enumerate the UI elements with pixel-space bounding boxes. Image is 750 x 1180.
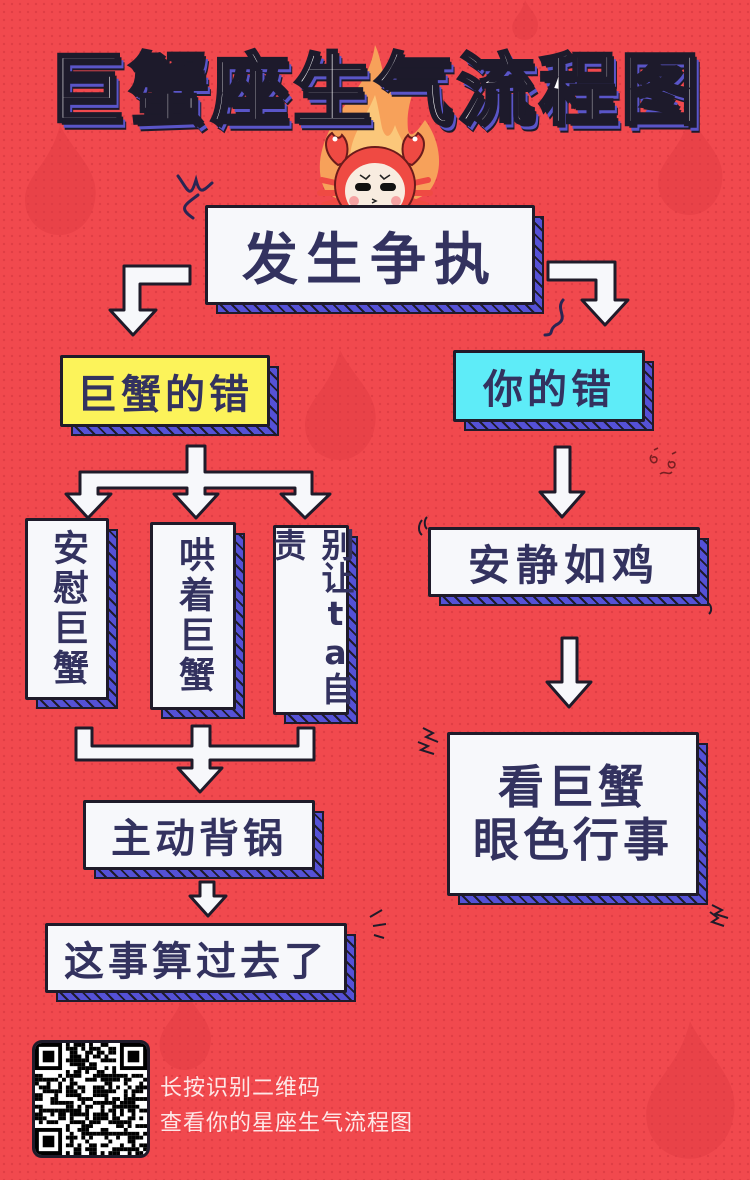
background-flame-icon [25, 125, 96, 235]
left-step-1[interactable]: 主动背锅 [83, 800, 324, 879]
branch-left-label: 巨蟹的错 [77, 372, 253, 418]
dizzy-face-icon [649, 447, 677, 475]
left-step-2-label: 这事算过去了 [64, 939, 328, 985]
qr-code-pattern [35, 1043, 147, 1155]
arrow-to-right-branch [546, 260, 630, 327]
right-step-1[interactable]: 安静如鸡 [428, 527, 709, 606]
background-flame-icon [159, 990, 211, 1070]
right-step-2-label-line1: 看巨蟹 [498, 760, 648, 815]
page-title: 巨蟹座生气流程图 [45, 45, 703, 138]
left-option-3-label: 别让ta自责 [268, 528, 355, 705]
background-flame-icon [305, 350, 376, 460]
left-step-2[interactable]: 这事算过去了 [45, 923, 356, 1002]
left-option-2-label: 哄着巨蟹 [173, 536, 214, 696]
crab-mascot-icon [317, 131, 433, 220]
left-option-2[interactable]: 哄着巨蟹 [150, 522, 245, 719]
branch-left-node[interactable]: 巨蟹的错 [60, 355, 279, 436]
arrow-to-left-branch [108, 264, 192, 337]
arrow-right-1 [538, 445, 586, 519]
right-step-2-label-line2: 眼色行事 [473, 813, 673, 867]
arrow-split-three [64, 444, 332, 520]
footer-line-2: 查看你的星座生气流程图 [160, 1111, 414, 1136]
arrow-right-2 [545, 636, 593, 709]
background-flame-icon [658, 115, 723, 215]
qr-code-icon[interactable] [32, 1040, 150, 1158]
background-flame-icon [646, 1021, 735, 1159]
arrow-merge-three [74, 724, 316, 794]
background-flame-icon [512, 0, 538, 40]
left-step-1-label: 主动背锅 [111, 816, 287, 862]
left-option-1[interactable]: 安慰巨蟹 [25, 518, 118, 709]
branch-right-node[interactable]: 你的错 [453, 350, 654, 431]
footer-line-1: 长按识别二维码 [160, 1076, 322, 1101]
left-option-3[interactable]: 别让ta自责 [268, 525, 358, 724]
scribble-icon [176, 174, 565, 337]
branch-right-label: 你的错 [483, 367, 615, 413]
start-node[interactable]: 发生争执 [205, 205, 544, 314]
arrow-to-last-step [188, 880, 228, 918]
right-step-1-label: 安静如鸡 [467, 540, 660, 590]
right-step-2[interactable]: 看巨蟹 眼色行事 [447, 732, 708, 905]
start-node-label: 发生争执 [242, 227, 498, 293]
left-option-1-label: 安慰巨蟹 [47, 529, 88, 689]
